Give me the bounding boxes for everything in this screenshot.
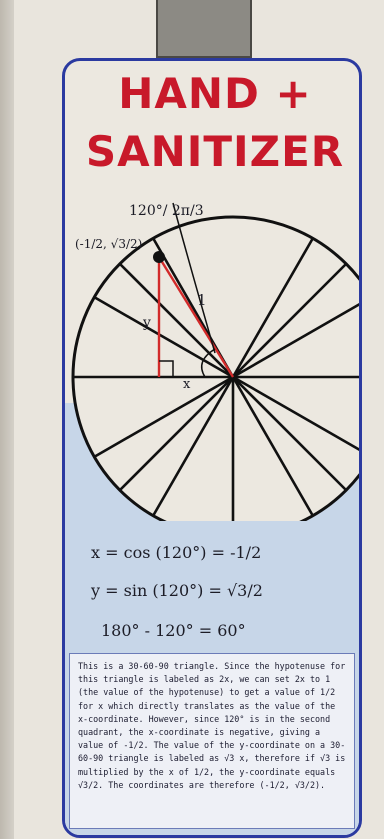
unit-circle-diagram [71, 202, 359, 521]
explanation-note: This is a 30-60-90 triangle. Since the h… [69, 653, 355, 829]
spoke-135 [119, 263, 234, 378]
right-angle-mark [159, 360, 174, 377]
red-hypotenuse [157, 256, 235, 378]
hypotenuse-label: 1 [197, 291, 207, 309]
spoke-240 [151, 376, 235, 517]
spoke-30 [232, 302, 359, 379]
spoke-210 [93, 375, 234, 459]
angle-pointer [172, 202, 216, 354]
x-leg-label: x [183, 377, 191, 392]
spokes [73, 237, 359, 521]
bottle-outline: HAND + SANITIZER 120°/ 2π/3 (-1/2, √3/2) [62, 58, 362, 838]
equation-angle: 180° - 120° = 60° [101, 621, 246, 640]
spoke-225 [119, 376, 234, 491]
y-leg-label: y [143, 315, 151, 331]
title-line-1: HAND + [118, 69, 312, 118]
point-label: (-1/2, √3/2) [75, 237, 143, 251]
spoke-150 [93, 295, 234, 379]
bottle-cap [156, 0, 252, 58]
point-dot [153, 251, 165, 263]
spoke-45 [232, 263, 347, 378]
title-line-2: SANITIZER [85, 127, 345, 176]
background-edge [0, 0, 14, 839]
equation-sin: y = sin (120°) = √3/2 [91, 581, 263, 600]
angle-arc [200, 348, 216, 378]
equation-cos: x = cos (120°) = -1/2 [91, 543, 262, 562]
spoke-60 [231, 237, 315, 378]
spoke-300 [231, 376, 315, 517]
spoke-315 [232, 376, 347, 491]
angle-label: 120°/ 2π/3 [129, 203, 204, 219]
spoke-330 [232, 375, 359, 452]
